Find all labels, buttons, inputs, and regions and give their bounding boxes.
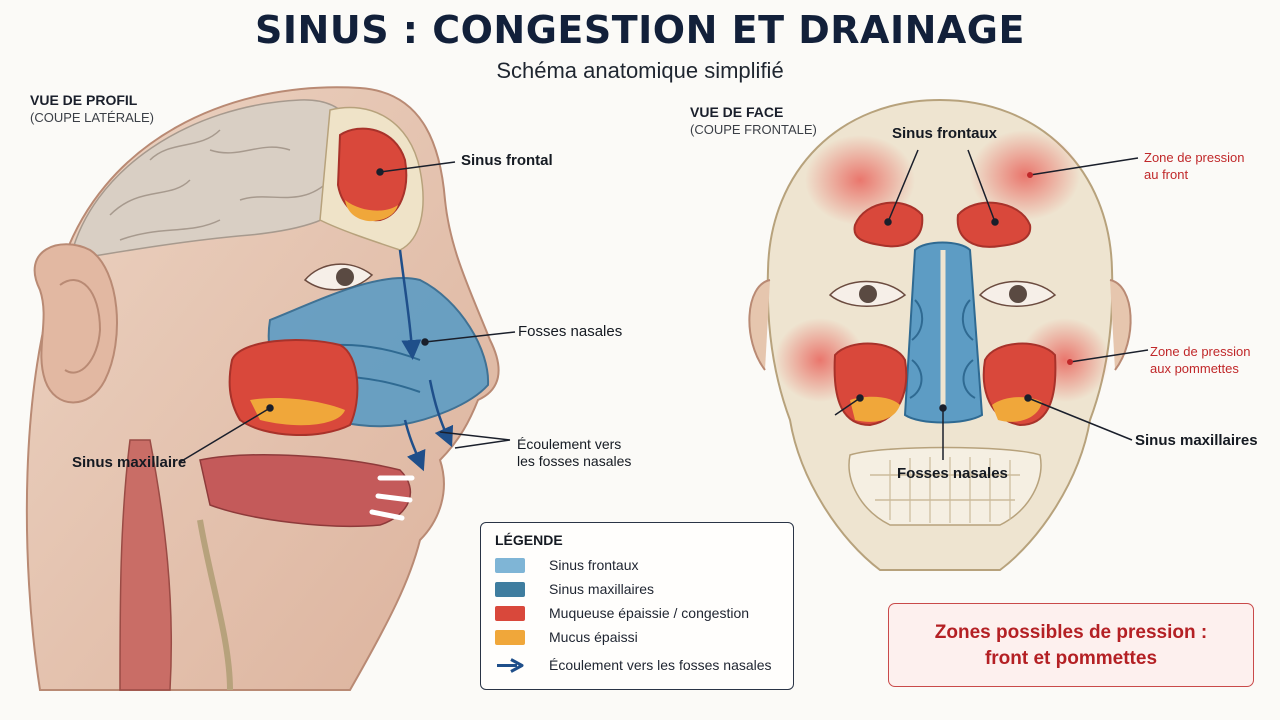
front-skull	[748, 98, 1132, 571]
legend-item: Écoulement vers les fosses nasales	[495, 656, 772, 674]
legend-item: Mucus épaissi	[495, 628, 638, 646]
page-subtitle: Schéma anatomique simplifié	[496, 58, 784, 83]
label-fosses-nasales-front: Fosses nasales	[897, 465, 1008, 482]
flow-arrow-icon	[495, 657, 525, 673]
legend-swatch	[495, 557, 525, 573]
legend-swatch	[495, 581, 525, 597]
label-pressure-cheeks-l1: Zone de pression	[1150, 344, 1251, 359]
profile-view-subtitle: (COUPE LATÉRALE)	[30, 110, 155, 125]
legend-label: Sinus maxillaires	[549, 581, 655, 597]
pressure-zones-callout: Zones possibles de pression : front et p…	[888, 603, 1254, 687]
legend-label: Muqueuse épaissie / congestion	[549, 605, 750, 621]
legend: LÉGENDE Sinus frontaux Sinus maxillaires…	[480, 522, 794, 690]
legend-swatch	[495, 629, 525, 645]
label-ecoulement-l1: Écoulement vers	[517, 436, 622, 452]
label-sinus-maxillaire: Sinus maxillaire	[72, 454, 187, 471]
legend-label: Écoulement vers les fosses nasales	[549, 657, 772, 673]
label-ecoulement-l2: les fosses nasales	[517, 453, 632, 469]
legend-item: Sinus maxillaires	[495, 580, 654, 598]
legend-swatch	[495, 605, 525, 621]
profile-leaders	[179, 161, 516, 463]
label-pressure-forehead-l2: au front	[1144, 167, 1189, 182]
legend-item: Sinus frontaux	[495, 556, 639, 574]
label-sinus-frontaux: Sinus frontaux	[892, 125, 998, 142]
legend-label: Sinus frontaux	[549, 557, 639, 573]
label-sinus-frontal: Sinus frontal	[461, 152, 553, 169]
legend-label: Mucus épaissi	[549, 629, 638, 645]
legend-item: Muqueuse épaissie / congestion	[495, 604, 749, 622]
page-title: SINUS : CONGESTION ET DRAINAGE	[255, 8, 1025, 52]
label-sinus-maxillaires: Sinus maxillaires	[1135, 432, 1258, 449]
profile-head	[25, 86, 500, 691]
front-view-subtitle: (COUPE FRONTALE)	[690, 122, 817, 137]
legend-title: LÉGENDE	[495, 532, 563, 548]
profile-view-title: VUE DE PROFIL	[30, 92, 138, 108]
label-fosses-nasales-profile: Fosses nasales	[518, 323, 623, 340]
pressure-callout-line1: Zones possibles de pression :	[934, 622, 1208, 643]
front-view-title: VUE DE FACE	[690, 104, 784, 120]
label-pressure-forehead-l1: Zone de pression	[1144, 150, 1245, 165]
label-pressure-cheeks-l2: aux pommettes	[1150, 361, 1239, 376]
front-leaders	[834, 149, 1149, 460]
pressure-callout-line2: front et pommettes	[984, 648, 1158, 669]
